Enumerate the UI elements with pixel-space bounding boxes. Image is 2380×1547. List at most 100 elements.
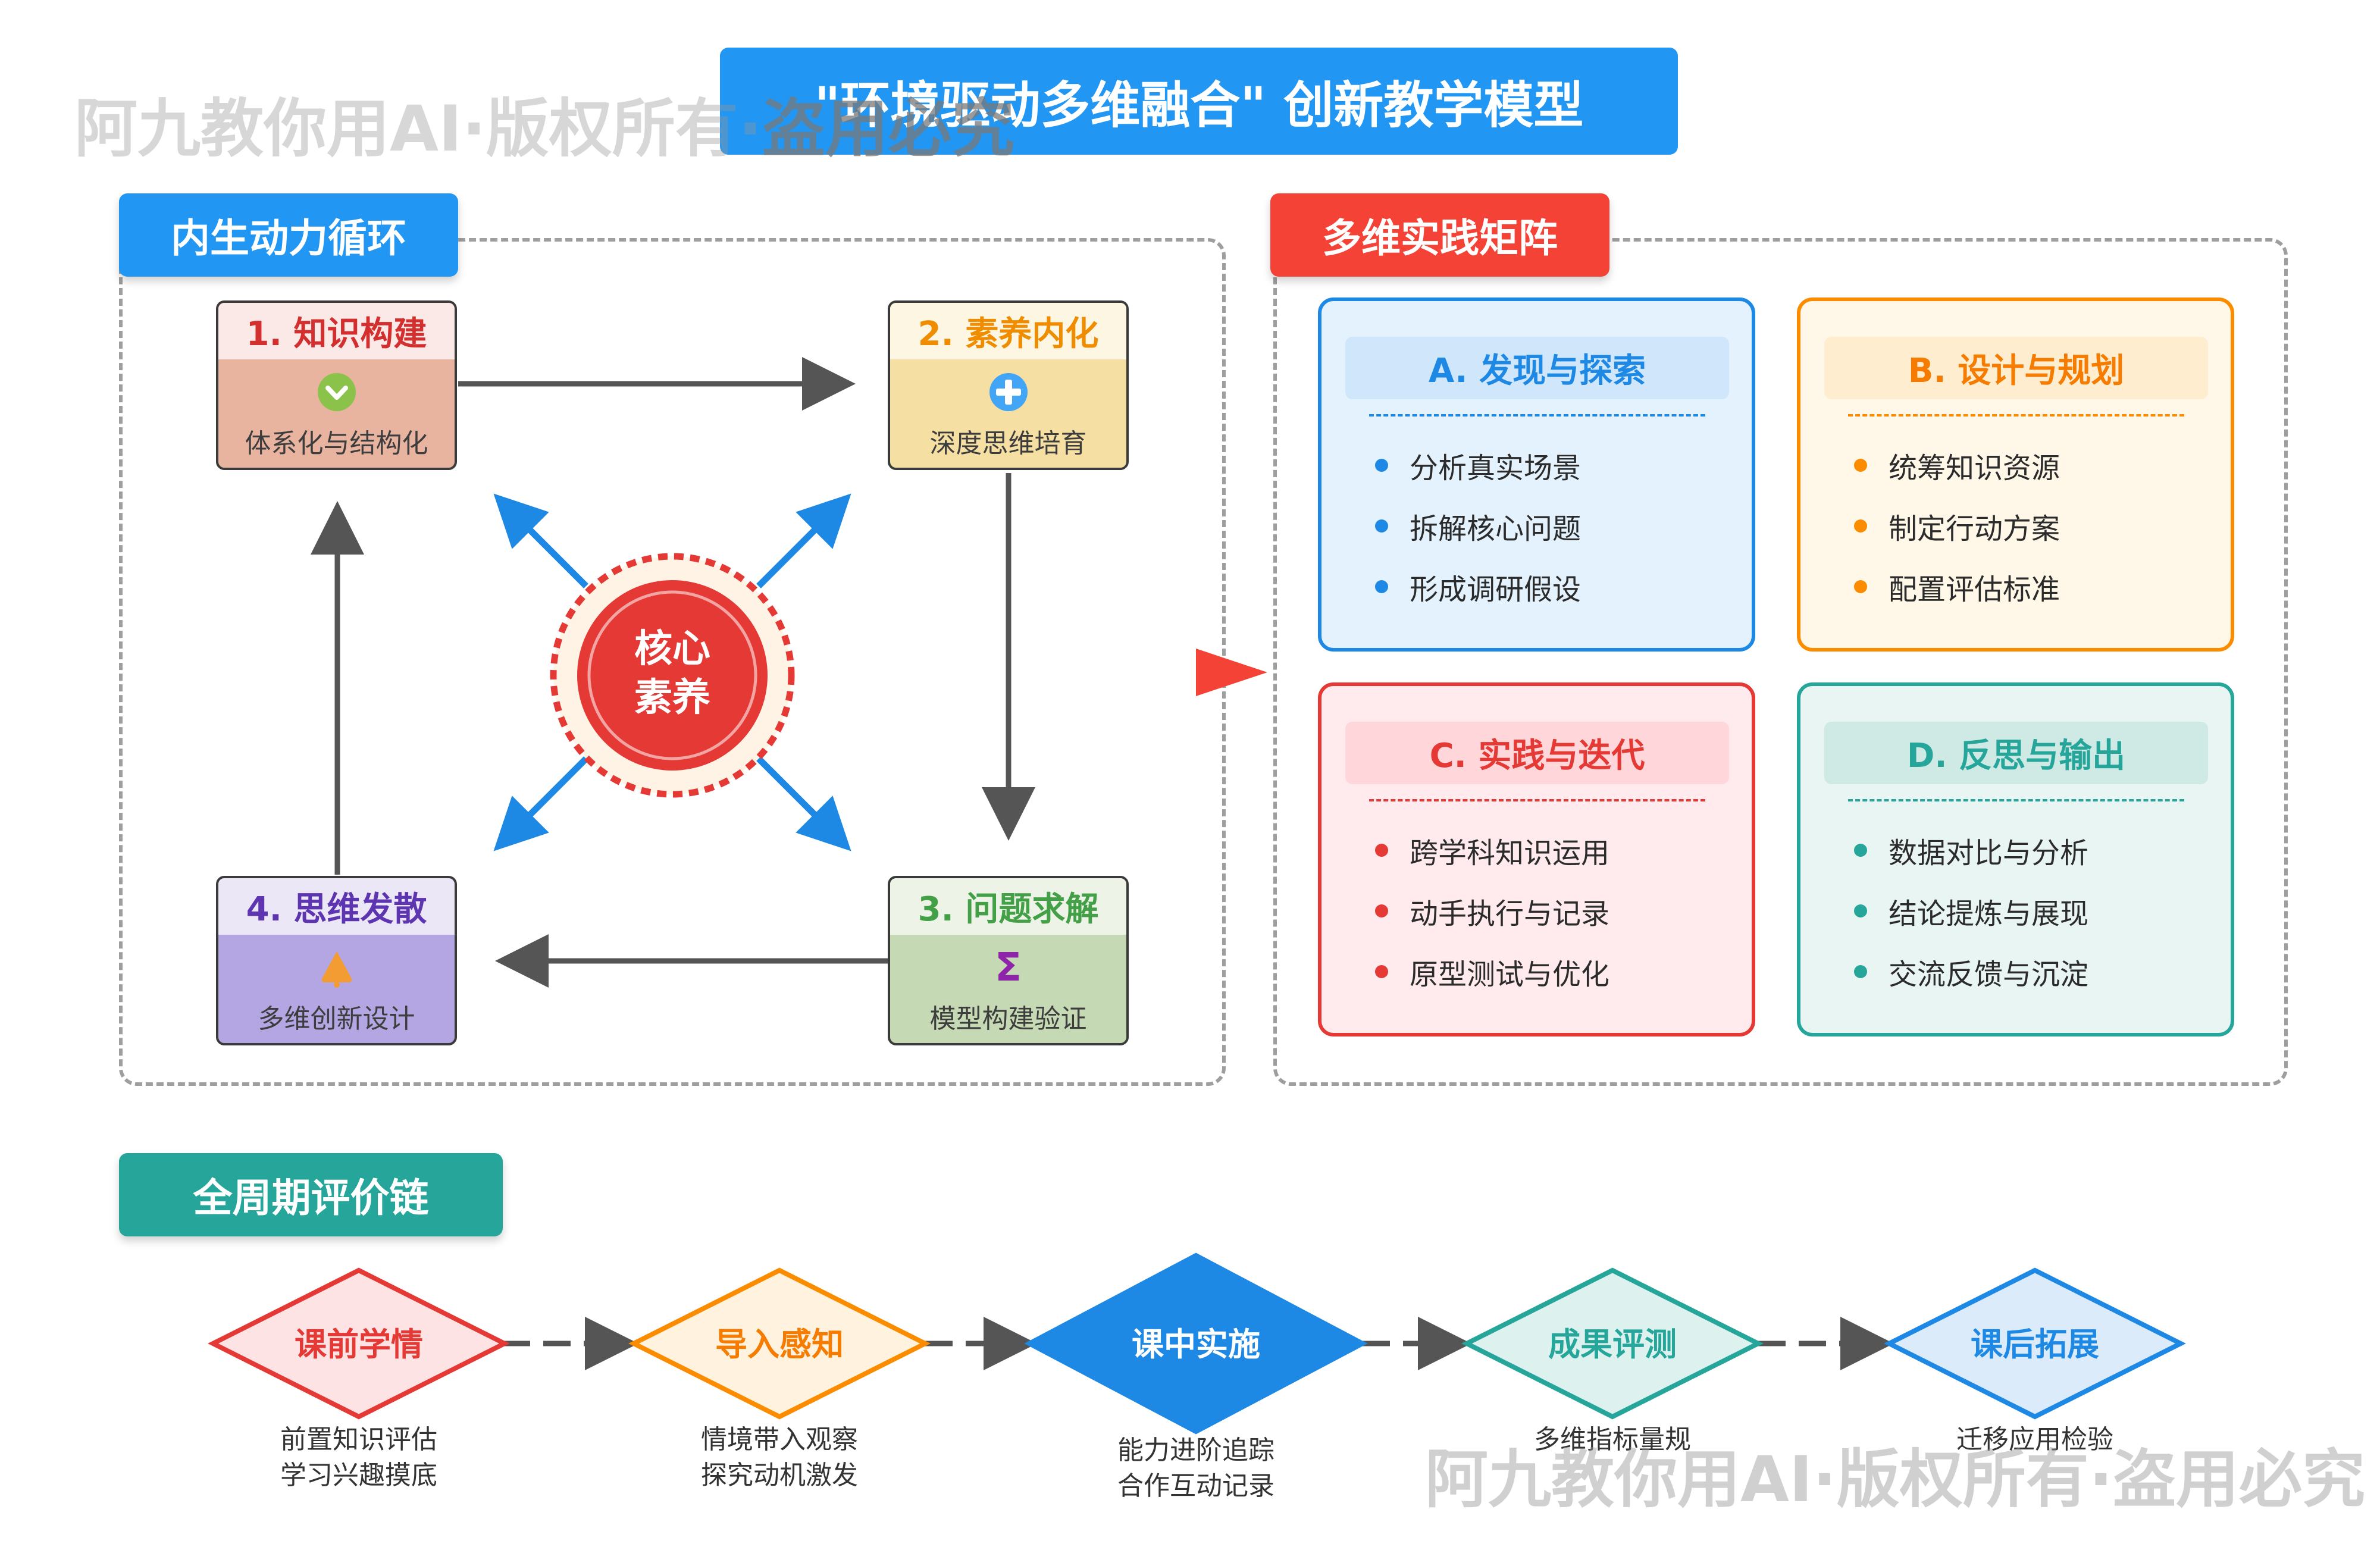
caption-line: 前置知识评估 [280, 1424, 437, 1455]
list-item: 动手执行与记录 [1375, 881, 1609, 941]
ray-bottom-right [756, 756, 851, 851]
list-item: 配置评估标准 [1854, 556, 2060, 617]
bullet-icon [1854, 519, 1867, 533]
card-list: 分析真实场景 拆解核心问题 形成调研假设 [1375, 435, 1581, 617]
ray-top-right [756, 493, 851, 588]
bullet-icon [1854, 965, 1867, 978]
page-title: "环境驱动多维融合" 创新教学模型 [720, 48, 1678, 155]
node-text: 深度思维培育 [929, 428, 1087, 459]
bullet-icon [1854, 580, 1867, 593]
bullet-icon [1375, 904, 1388, 917]
list-item: 原型测试与优化 [1375, 941, 1609, 1002]
list-item: 统筹知识资源 [1854, 435, 2060, 496]
list-item-text: 动手执行与记录 [1410, 897, 1610, 931]
panel-link-arrow [1196, 649, 1267, 696]
caption-line: 能力进阶追踪 [1117, 1435, 1274, 1465]
list-item-text: 交流反馈与沉淀 [1889, 958, 2089, 991]
bullet-icon [1375, 844, 1388, 857]
step-caption-introduction: 情境带入观察 探究动机激发 [637, 1422, 922, 1493]
card-title: B. 设计与规划 [1824, 337, 2208, 399]
step-title: 导入感知 [715, 1326, 844, 1363]
ray-bottom-left [493, 756, 588, 851]
caption-line: 情境带入观察 [701, 1424, 858, 1455]
card-divider [1848, 414, 2184, 416]
diamond-assessment [1461, 1267, 1764, 1420]
step-title: 成果评测 [1548, 1326, 1677, 1363]
bullet-icon [1854, 844, 1867, 857]
node-title: 2. 素养内化 [890, 303, 1126, 359]
list-item: 形成调研假设 [1375, 556, 1581, 617]
step-caption-assessment: 多维指标量规 [1470, 1422, 1755, 1458]
plus-icon [890, 371, 1126, 413]
step-title: 课前学情 [295, 1326, 423, 1363]
list-item: 交流反馈与沉淀 [1854, 941, 2088, 1002]
core-badge: 核心 素养 [547, 550, 797, 800]
cycle-node-literacy: 2. 素养内化 深度思维培育 [888, 300, 1129, 470]
caption-line: 多维指标量规 [1534, 1424, 1691, 1455]
caption-line: 迁移应用检验 [1956, 1424, 2113, 1455]
card-list: 统筹知识资源 制定行动方案 配置评估标准 [1854, 435, 2060, 617]
diamond-in-class [1024, 1252, 1368, 1435]
core-label-line1: 核心 [634, 627, 710, 671]
bullet-icon [1854, 459, 1867, 472]
card-divider [1369, 414, 1705, 416]
chevron-down-icon [218, 371, 455, 413]
matrix-card-discover: A. 发现与探索 分析真实场景 拆解核心问题 形成调研假设 [1318, 298, 1755, 652]
caption-line: 学习兴趣摸底 [280, 1460, 437, 1490]
watermark-bottom: 阿九教你用AI·版权所有·盗用必究 [1425, 1443, 2366, 1516]
matrix-section-label: 多维实践矩阵 [1270, 193, 1609, 277]
list-item-text: 数据对比与分析 [1889, 837, 2089, 870]
bullet-icon [1375, 459, 1388, 472]
list-item: 分析真实场景 [1375, 435, 1581, 496]
node-text: 多维创新设计 [258, 1004, 415, 1034]
matrix-panel [1273, 238, 2288, 1086]
card-divider [1848, 799, 2184, 801]
list-item-text: 结论提炼与展现 [1889, 897, 2089, 931]
core-circle [550, 553, 795, 798]
card-title: A. 发现与探索 [1345, 337, 1729, 399]
evaluation-section-label: 全周期评价链 [119, 1153, 503, 1236]
node-text: 模型构建验证 [929, 1004, 1087, 1034]
list-item-text: 制定行动方案 [1889, 512, 2060, 546]
list-item-text: 分析真实场景 [1410, 452, 1582, 485]
step-caption-pre-class: 前置知识评估 学习兴趣摸底 [216, 1422, 502, 1493]
step-title: 课后拓展 [1971, 1326, 2099, 1363]
step-caption-in-class: 能力进阶追踪 合作互动记录 [1053, 1433, 1339, 1504]
list-item-text: 拆解核心问题 [1410, 512, 1582, 546]
cycle-node-knowledge: 1. 知识构建 体系化与结构化 [216, 300, 457, 470]
bell-icon [218, 947, 455, 988]
matrix-card-practice: C. 实践与迭代 跨学科知识运用 动手执行与记录 原型测试与优化 [1318, 682, 1755, 1036]
list-item-text: 原型测试与优化 [1410, 958, 1610, 991]
diamond-introduction [628, 1267, 931, 1420]
card-divider [1369, 799, 1705, 801]
watermark-top-prefix: 阿九教你用AI·版权所有· [74, 92, 763, 165]
core-label: 核心 素养 [547, 625, 797, 722]
watermark-top-strong: 盗用必究 [762, 92, 1015, 165]
caption-line: 探究动机激发 [701, 1460, 858, 1490]
bullet-icon [1375, 519, 1388, 533]
list-item-text: 形成调研假设 [1410, 573, 1582, 606]
list-item: 结论提炼与展现 [1854, 881, 2088, 941]
node-title: 3. 问题求解 [890, 878, 1126, 935]
card-title: D. 反思与输出 [1824, 722, 2208, 784]
cycle-section-label: 内生动力循环 [119, 193, 458, 277]
list-item-text: 配置评估标准 [1889, 573, 2060, 606]
list-item: 制定行动方案 [1854, 496, 2060, 556]
bullet-icon [1854, 904, 1867, 917]
card-list: 跨学科知识运用 动手执行与记录 原型测试与优化 [1375, 820, 1609, 1002]
list-item-text: 跨学科知识运用 [1410, 837, 1610, 870]
matrix-card-design: B. 设计与规划 统筹知识资源 制定行动方案 配置评估标准 [1797, 298, 2234, 652]
list-item: 数据对比与分析 [1854, 820, 2088, 881]
evaluation-chain: 课前学情 导入感知 课中实施 成果评测 课后拓展 [208, 1252, 2186, 1435]
step-title: 课中实施 [1132, 1326, 1260, 1363]
cycle-node-problem-solving: 3. 问题求解 Σ 模型构建验证 [888, 876, 1129, 1045]
step-caption-extension: 迁移应用检验 [1892, 1422, 2178, 1458]
node-title: 4. 思维发散 [218, 878, 455, 935]
bullet-icon [1375, 580, 1388, 593]
card-title: C. 实践与迭代 [1345, 722, 1729, 784]
diamond-pre-class [208, 1267, 510, 1420]
list-item: 拆解核心问题 [1375, 496, 1581, 556]
list-item: 跨学科知识运用 [1375, 820, 1609, 881]
caption-line: 合作互动记录 [1117, 1471, 1274, 1501]
